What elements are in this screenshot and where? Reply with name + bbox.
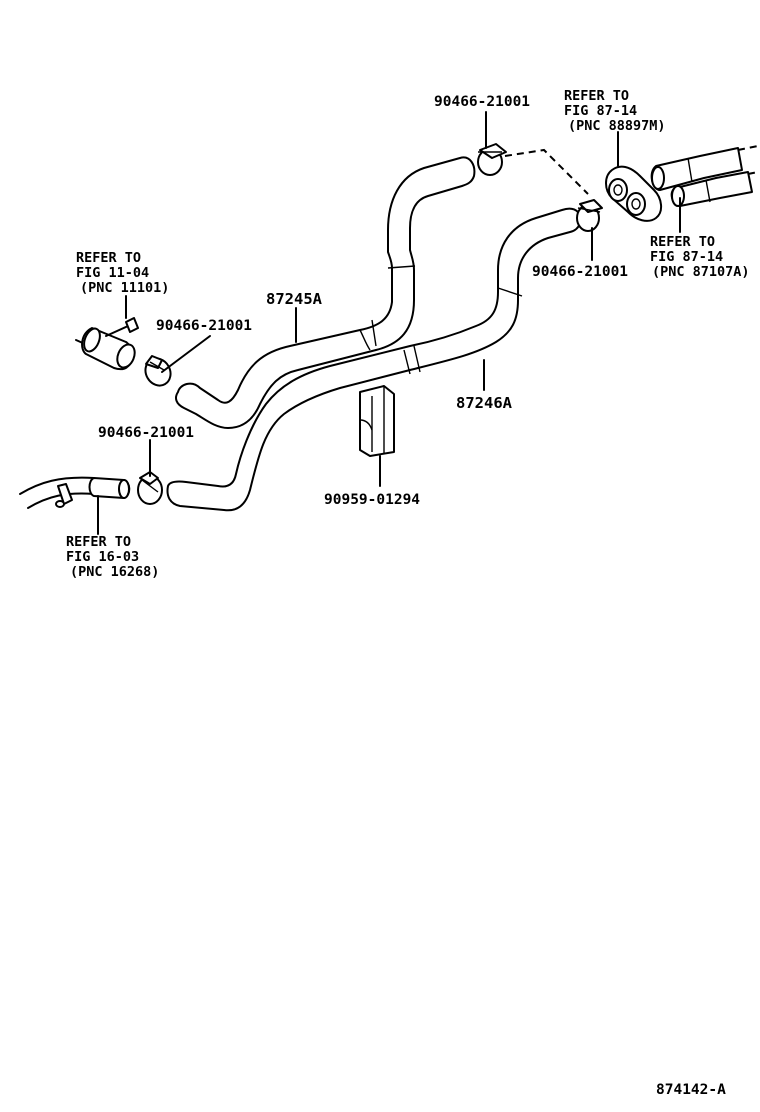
label-clamp-left-lower: 90466-21001 [98,425,194,441]
bracket[interactable] [359,385,395,457]
dashed-line-top [504,148,589,195]
label-refer-fig16-3: (PNC 16268) [70,564,159,580]
label-bracket: 90959-01294 [324,492,420,508]
label-refer-fig11-1: REFER TO [76,250,141,266]
clamp-right[interactable] [576,199,603,232]
label-refer-top-3: (PNC 88897M) [568,118,666,134]
label-refer-right-3: (PNC 87107A) [652,264,750,280]
label-refer-right-2: FIG 87-14 [650,249,723,265]
flange-plate[interactable] [605,165,662,222]
label-clamp-left-upper: 90466-21001 [156,318,252,334]
pipe-fig-11-04[interactable] [75,317,139,371]
label-refer-right-1: REFER TO [650,234,715,250]
clamp-top[interactable] [477,143,507,176]
label-refer-top-2: FIG 87-14 [564,103,637,119]
hose-87246a[interactable] [166,207,582,512]
label-refer-fig16-2: FIG 16-03 [66,549,139,565]
label-refer-fig11-2: FIG 11-04 [76,265,149,281]
hose-87245a[interactable] [175,156,476,429]
labels: 90466-21001 REFER TO FIG 87-14 (PNC 8889… [66,88,750,1098]
label-figure-id: 874142-A [656,1082,726,1098]
label-hose-upper: 87245A [266,290,323,308]
label-clamp-top: 90466-21001 [434,94,530,110]
clamp-left-upper[interactable] [141,354,176,390]
label-clamp-right: 90466-21001 [532,264,628,280]
label-hose-lower: 87246A [456,394,513,412]
label-refer-fig16-1: REFER TO [66,534,131,550]
pipes-fig-87-14[interactable] [650,145,759,207]
clamp-left-lower[interactable] [137,471,163,505]
pipe-fig-16-03[interactable] [19,476,131,509]
label-refer-top-1: REFER TO [564,88,629,104]
leader-lines [97,111,681,535]
label-refer-fig11-3: (PNC 11101) [80,280,169,296]
